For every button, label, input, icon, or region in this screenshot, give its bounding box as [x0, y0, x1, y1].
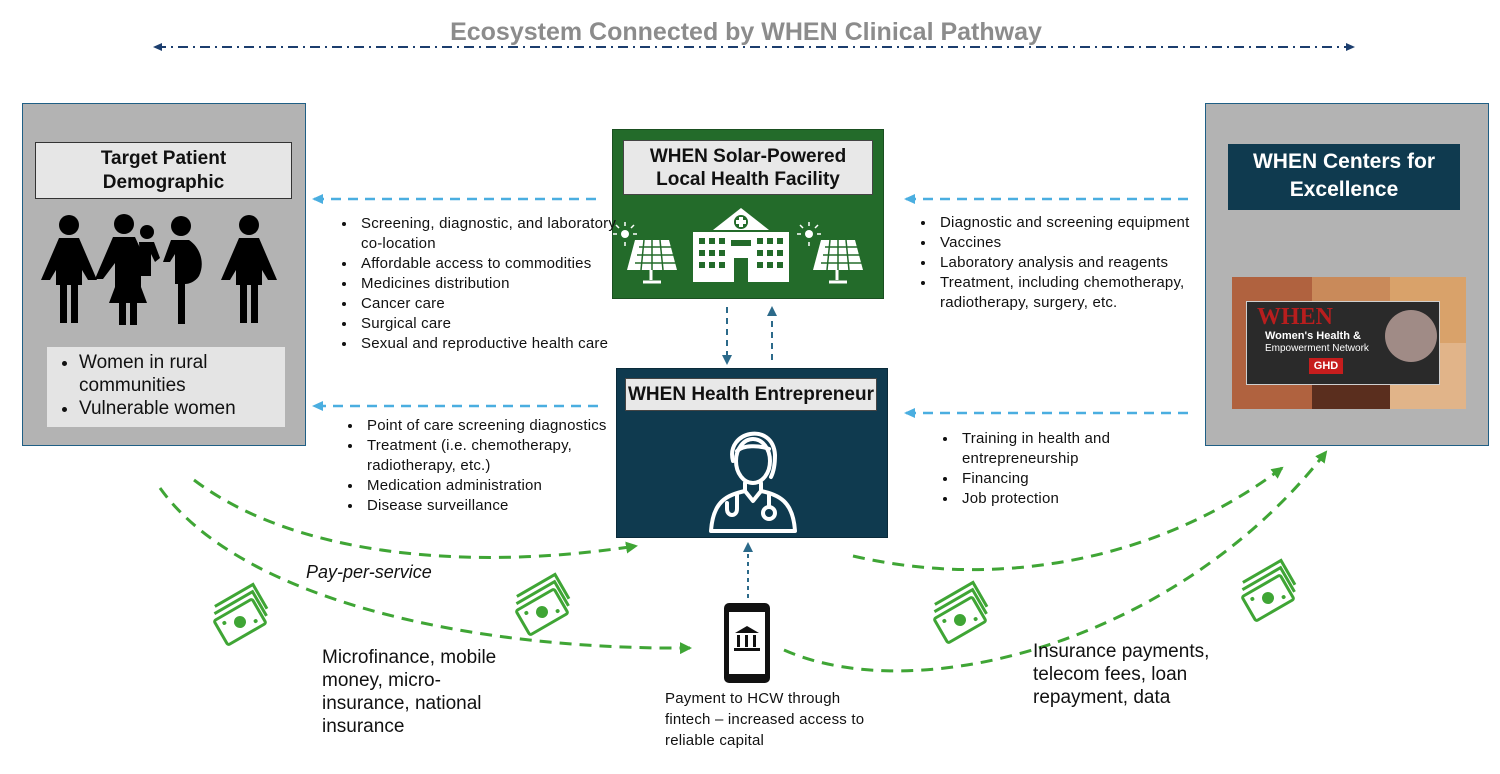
hospital-icon	[693, 208, 789, 282]
money-icon	[926, 580, 995, 645]
money-icon	[206, 582, 275, 647]
service-item: Sexual and reproductive health care	[357, 334, 632, 354]
supply-item: Vaccines	[936, 233, 1211, 253]
coe-image: WHEN Women's Health & Empowerment Networ…	[1232, 277, 1466, 409]
pregnant-woman-icon	[163, 216, 202, 324]
coe-image-brand: WHEN	[1257, 304, 1334, 330]
patient-bullet: Vulnerable women	[79, 397, 277, 420]
coe-heading: WHEN Centers for Excellence	[1228, 144, 1460, 210]
support-item: Job protection	[958, 489, 1188, 509]
facility-services: Screening, diagnostic, and laboratory co…	[335, 214, 632, 354]
pathway-arrow	[153, 43, 1355, 51]
patient-panel: Target Patient Demographic	[22, 103, 306, 446]
phone-bank-icon	[724, 603, 770, 683]
coe-image-line2: Empowerment Network	[1265, 343, 1369, 354]
coe-image-line1: Women's Health &	[1265, 330, 1361, 342]
money-icon	[1234, 558, 1303, 623]
woman-icon	[221, 215, 277, 323]
service-item: Disease surveillance	[363, 496, 638, 516]
left-payment-caption: Microfinance, mobile money, micro-insura…	[322, 647, 497, 737]
service-item: Surgical care	[357, 314, 632, 334]
supply-item: Laboratory analysis and reagents	[936, 253, 1211, 273]
facility-heading: WHEN Solar-Powered Local Health Facility	[623, 140, 873, 195]
patient-list: Women in rural communities Vulnerable wo…	[47, 347, 285, 427]
coe-image-banner: WHEN Women's Health & Empowerment Networ…	[1246, 301, 1440, 385]
coe-panel: WHEN Centers for Excellence WHEN Women's…	[1205, 103, 1489, 446]
patient-heading: Target Patient Demographic	[35, 142, 292, 199]
payment-flow	[783, 450, 1328, 673]
globe-icon	[1385, 310, 1437, 362]
solar-panel-icon	[797, 222, 863, 284]
payment-flow	[193, 478, 638, 559]
service-item: Medication administration	[363, 476, 638, 496]
solar-panel-icon	[613, 222, 677, 284]
supply-item: Treatment, including chemotherapy, radio…	[936, 273, 1211, 313]
service-item: Cancer care	[357, 294, 632, 314]
service-item: Point of care screening diagnostics	[363, 416, 638, 436]
diagram-title: Ecosystem Connected by WHEN Clinical Pat…	[450, 18, 1042, 46]
coe-image-badge: GHD	[1309, 358, 1343, 374]
support-item: Financing	[958, 469, 1188, 489]
supply-item: Diagnostic and screening equipment	[936, 213, 1211, 233]
money-icon	[508, 572, 577, 637]
support-item: Training in health and entrepreneurship	[958, 429, 1188, 469]
entrepreneur-box: WHEN Health Entrepreneur	[616, 368, 888, 538]
service-item: Affordable access to commodities	[357, 254, 632, 274]
coe-support: Training in health and entrepreneurship …	[936, 429, 1188, 509]
payment-flow	[852, 466, 1284, 572]
woman-icon	[41, 215, 97, 323]
service-item: Medicines distribution	[357, 274, 632, 294]
center-payment-caption: Payment to HCW through fintech – increas…	[665, 690, 865, 749]
patient-bullet: Women in rural communities	[79, 351, 277, 397]
doctor-icon	[709, 431, 797, 533]
facility-box: WHEN Solar-Powered Local Health Facility	[612, 129, 884, 299]
service-item: Screening, diagnostic, and laboratory co…	[357, 214, 632, 254]
service-item: Treatment (i.e. chemotherapy, radiothera…	[363, 436, 638, 476]
pay-per-service-label: Pay-per-service	[306, 562, 432, 582]
entrepreneur-heading: WHEN Health Entrepreneur	[625, 378, 877, 411]
payment-flow	[158, 487, 692, 655]
coe-supplies: Diagnostic and screening equipment Vacci…	[914, 213, 1211, 313]
entrepreneur-services: Point of care screening diagnostics Trea…	[341, 416, 638, 516]
right-payment-caption: Insurance payments, telecom fees, loan r…	[1033, 641, 1210, 708]
mother-child-icon	[95, 214, 160, 325]
facility-illustration	[613, 208, 863, 284]
patient-icons	[41, 214, 291, 326]
